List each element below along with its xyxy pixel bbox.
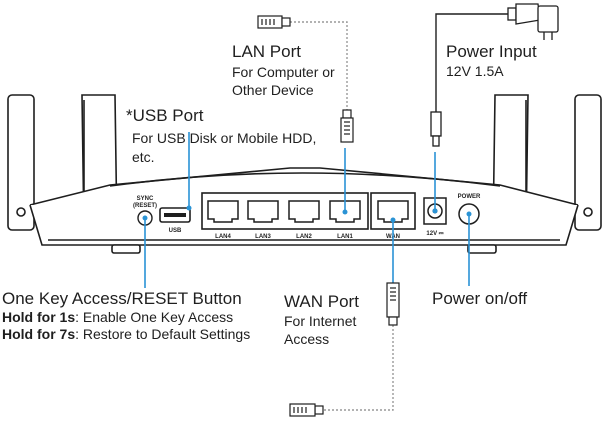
lan4-port[interactable] (207, 200, 239, 223)
dc-label: 12V ⎓ (426, 231, 443, 237)
power-label: POWER (458, 194, 481, 200)
hold-7s-text: : Restore to Default Settings (75, 326, 251, 342)
usb-port[interactable] (159, 207, 191, 223)
sync-label-1: SYNC (137, 196, 154, 202)
lan-port-desc-1: For Computer or (232, 64, 335, 80)
antenna-right-outer (574, 94, 602, 231)
lan2-port[interactable] (288, 200, 320, 223)
lan4-label: LAN4 (215, 234, 231, 240)
usb-label: USB (169, 228, 182, 234)
usb-port-title: *USB Port (126, 106, 204, 125)
hold-1s-line: Hold for 1s: Enable One Key Access (2, 309, 233, 326)
reset-title: One Key Access/RESET Button (2, 289, 242, 308)
power-adapter-icon (507, 3, 559, 40)
usb-port-desc-2: etc. (132, 149, 155, 165)
wan-plug-bottom-icon (289, 403, 324, 417)
lan3-port[interactable] (247, 200, 279, 223)
wan-port[interactable] (377, 200, 409, 223)
lan2-label: LAN2 (296, 234, 312, 240)
hold-7s-line: Hold for 7s: Restore to Default Settings (2, 326, 250, 343)
power-input-spec: 12V 1.5A (446, 63, 504, 79)
wan-plug-top-icon (386, 282, 400, 326)
antenna-left-outer (7, 94, 35, 231)
lan-port-title: LAN Port (232, 42, 301, 61)
power-input-title: Power Input (446, 42, 537, 61)
lan-cable (257, 15, 354, 143)
hold-1s-text: : Enable One Key Access (75, 309, 234, 325)
wan-port-title: WAN Port (284, 292, 359, 311)
lan-plug-bottom-icon (340, 109, 354, 143)
lan-plug-top-icon (257, 15, 291, 29)
pointer-dots (142, 205, 472, 223)
lan1-label: LAN1 (337, 234, 353, 240)
wan-cable (289, 282, 400, 417)
pointer-lines (144, 132, 470, 288)
usb-port-desc-1: For USB Disk or Mobile HDD, (132, 130, 317, 146)
dc-plug-icon (430, 111, 442, 147)
wan-port-desc-2: Access (284, 331, 330, 347)
lan3-label: LAN3 (255, 234, 271, 240)
lan-port-desc-2: Other Device (232, 82, 314, 98)
power-adapter (430, 3, 559, 147)
hold-7s-bold: Hold for 7s (2, 326, 76, 342)
wan-port-desc-1: For Internet (284, 313, 357, 329)
power-button-title: Power on/off (432, 289, 528, 308)
hold-1s-bold: Hold for 1s (2, 309, 76, 325)
sync-label-2: (RESET) (133, 203, 157, 209)
